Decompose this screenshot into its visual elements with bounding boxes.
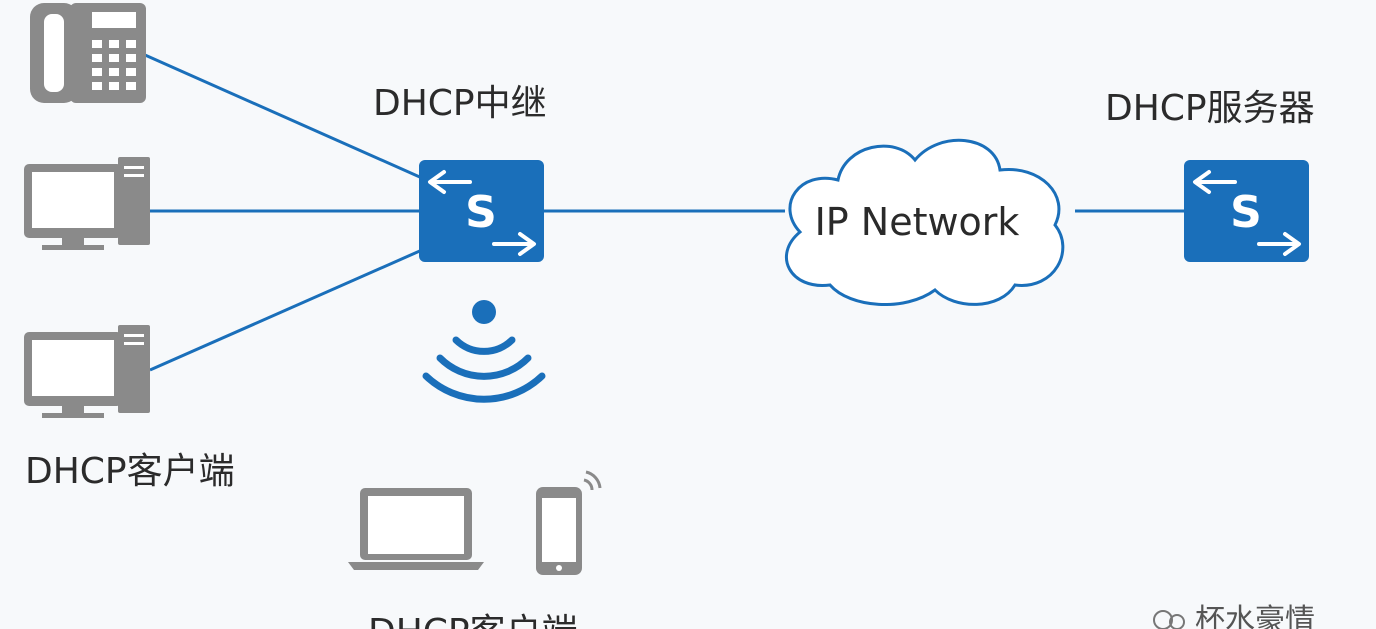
relay-switch-letter: S <box>465 187 497 238</box>
relay-switch-icon: S <box>419 160 544 262</box>
server-label: DHCP服务器 <box>1105 88 1315 129</box>
server-switch-letter: S <box>1230 187 1262 238</box>
connection-lines <box>144 53 1185 372</box>
laptop-icon <box>348 488 484 570</box>
cloud-icon: IP Network <box>785 138 1065 306</box>
watermark: 杯水豪情 <box>1153 603 1315 629</box>
relay-label: DHCP中继 <box>373 83 547 124</box>
link-phone-relay <box>144 53 423 180</box>
network-label: IP Network <box>815 200 1020 244</box>
smartphone-icon <box>536 470 602 575</box>
desktop-icon <box>24 157 150 250</box>
desktop-icon <box>24 325 150 418</box>
wired-clients-label: DHCP客户端 <box>25 451 235 492</box>
server-switch-icon: S <box>1184 160 1309 262</box>
wifi-icon <box>422 300 546 403</box>
link-pc2-relay <box>149 248 423 372</box>
wireless-clients-label: DHCP客户端 <box>368 612 578 629</box>
watermark-text: 杯水豪情 <box>1195 603 1315 629</box>
phone-icon <box>30 3 146 103</box>
